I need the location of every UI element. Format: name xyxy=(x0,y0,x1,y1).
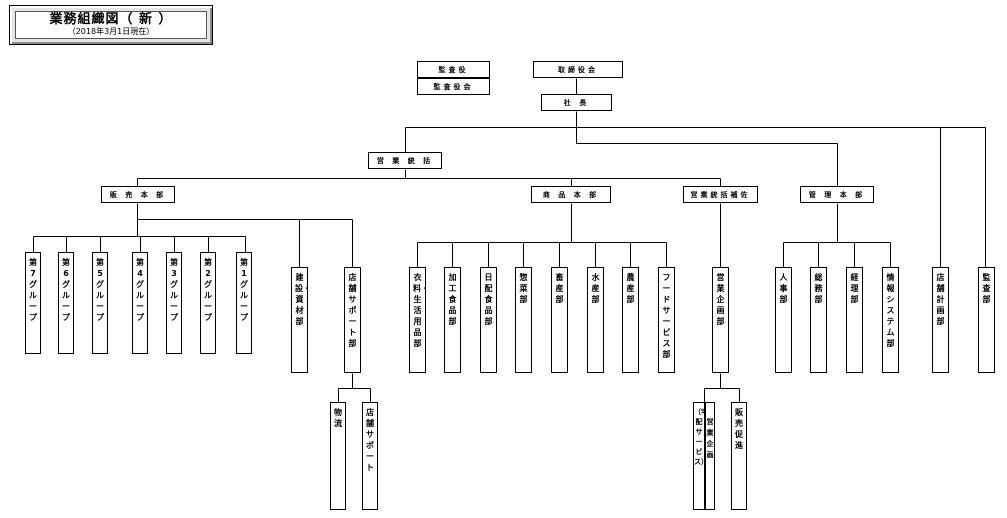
org-box-eigyo-tokatsu: 営 業 統 括 xyxy=(368,152,442,169)
org-box-label: 営業統括補佐 xyxy=(690,190,751,199)
org-box-nosan: 農産部 xyxy=(622,267,639,373)
org-box-somu: 総務部 xyxy=(810,267,827,373)
org-box-eigyo-kikaku-ka: 営業企画 xyxy=(705,402,715,510)
org-box-tenpo-support-bu: 店舗サポート部 xyxy=(344,267,361,373)
connector-lines xyxy=(33,78,986,403)
org-box-nichihai: 日配食品部 xyxy=(480,267,497,373)
org-box-label: 営業企画部 xyxy=(716,273,725,326)
org-box-hanbai-sokushin: 販売促進 xyxy=(731,402,747,510)
org-box-label: 販 売 本 部 xyxy=(109,190,167,199)
org-box-chikusan: 畜産部 xyxy=(551,267,568,373)
org-box-label: 水産部 xyxy=(591,273,600,304)
org-box-label: 衣料・生活用品部 xyxy=(413,273,429,348)
org-box-label: 第5グループ xyxy=(96,258,104,322)
org-box-label: 監査部 xyxy=(982,273,991,304)
org-box-g2: 第2グループ xyxy=(200,252,216,354)
org-box-label: 畜産部 xyxy=(555,273,564,304)
org-box-label: 情報システム部 xyxy=(886,273,895,348)
org-box-label: 販売促進 xyxy=(735,408,743,450)
org-box-label: 管 理 本 部 xyxy=(808,190,866,199)
org-box-kensetsu: 建設・資材部 xyxy=(291,267,311,373)
chart-date: （2018年3月1日現在） xyxy=(67,27,155,36)
org-box-label: 第7グループ xyxy=(29,258,37,322)
org-box-label: 社 長 xyxy=(563,98,590,107)
org-box-takuhai: （宅配サービス） xyxy=(693,402,708,510)
org-box-label: 総務部 xyxy=(814,273,823,304)
org-box-label: 建設・資材部 xyxy=(295,273,311,326)
org-box-hanbai-honbu: 販 売 本 部 xyxy=(101,186,175,203)
org-box-g3: 第3グループ xyxy=(166,252,182,354)
org-box-label: 営 業 統 括 xyxy=(376,156,434,165)
org-box-g4: 第4グループ xyxy=(132,252,148,354)
org-box-label: 営業企画 xyxy=(706,418,714,459)
org-box-label: 経理部 xyxy=(850,273,859,304)
org-box-label: （宅配サービス） xyxy=(694,408,708,466)
org-box-kansayaku: 監査役 xyxy=(417,61,490,78)
org-box-label: 店舗サポート部 xyxy=(348,273,357,348)
org-box-label: 店舗サポート xyxy=(366,408,374,472)
org-box-food-service: フードサービス部 xyxy=(658,267,675,373)
org-box-g1: 第1グループ xyxy=(236,252,252,354)
org-box-label: 監査役会 xyxy=(433,82,474,91)
org-box-shohin-honbu: 商 品 本 部 xyxy=(531,186,611,203)
org-box-eigyo-kikaku-bu: 営業企画部 xyxy=(712,267,729,373)
org-box-jinji: 人事部 xyxy=(775,267,792,373)
org-box-label: 取締役会 xyxy=(558,65,598,74)
chart-title: 業務組織図（ 新 ） xyxy=(49,12,173,27)
org-box-eigyo-tokatsu-hosa: 営業統括補佐 xyxy=(683,186,758,203)
org-box-label: 第1グループ xyxy=(240,258,248,322)
org-box-label: 人事部 xyxy=(779,273,788,304)
org-box-butsuryu: 物流 xyxy=(330,402,346,510)
org-box-label: 商 品 本 部 xyxy=(542,190,600,199)
title-panel: 業務組織図（ 新 ） （2018年3月1日現在） xyxy=(15,11,207,39)
org-box-kansa: 監査部 xyxy=(978,267,995,373)
org-box-label: 第6グループ xyxy=(62,258,70,322)
org-box-label: 加工食品部 xyxy=(448,273,457,326)
org-box-g7: 第7グループ xyxy=(25,252,41,354)
org-box-sozai: 惣菜部 xyxy=(515,267,532,373)
title-frame: 業務組織図（ 新 ） （2018年3月1日現在） xyxy=(9,5,213,45)
org-box-shacho: 社 長 xyxy=(541,94,612,111)
org-box-suisan: 水産部 xyxy=(587,267,604,373)
org-box-tenpo-support: 店舗サポート xyxy=(362,402,378,510)
org-box-label: 店舗計画部 xyxy=(936,273,945,326)
org-box-label: 第2グループ xyxy=(204,258,212,322)
org-box-label: フードサービス部 xyxy=(662,273,671,359)
org-box-g5: 第5グループ xyxy=(92,252,108,354)
org-box-g6: 第6グループ xyxy=(58,252,74,354)
org-box-kansayakukai: 監査役会 xyxy=(417,78,490,95)
org-box-iryo: 衣料・生活用品部 xyxy=(409,267,429,373)
org-box-kanri-honbu: 管 理 本 部 xyxy=(800,186,874,203)
org-box-torishimariyakukai: 取締役会 xyxy=(533,61,623,78)
org-box-label: 監査役 xyxy=(438,65,469,74)
org-box-label: 日配食品部 xyxy=(484,273,493,326)
org-box-tenpo-keikaku: 店舗計画部 xyxy=(932,267,949,373)
org-box-label: 第3グループ xyxy=(170,258,178,322)
org-box-label: 惣菜部 xyxy=(519,273,528,304)
org-box-label: 物流 xyxy=(334,408,342,428)
org-box-label: 第4グループ xyxy=(136,258,144,322)
org-box-joho: 情報システム部 xyxy=(882,267,899,373)
org-box-kako: 加工食品部 xyxy=(444,267,461,373)
org-box-label: 農産部 xyxy=(626,273,635,304)
org-box-keiri: 経理部 xyxy=(846,267,863,373)
